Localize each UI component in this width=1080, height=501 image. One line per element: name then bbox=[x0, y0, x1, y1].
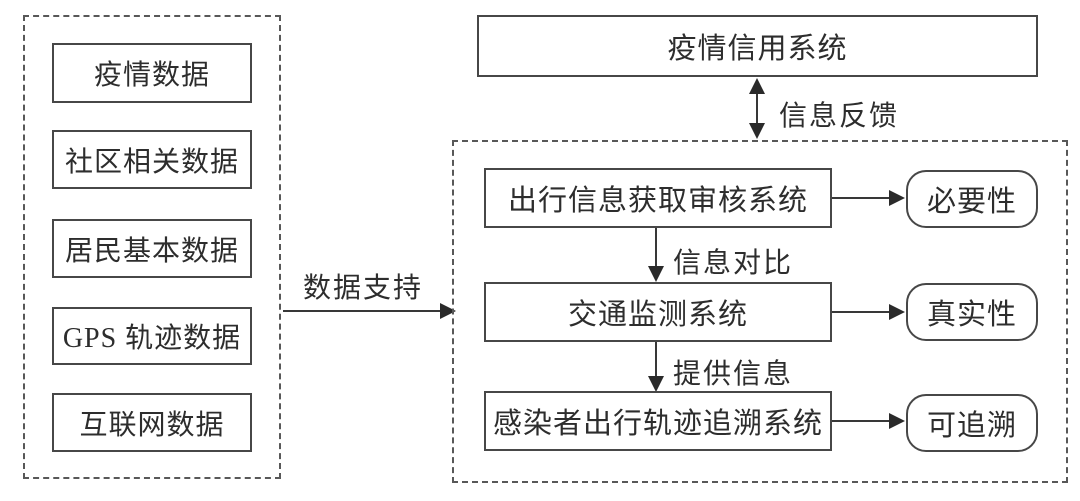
data-source-label: 互联网数据 bbox=[79, 409, 225, 441]
data-source-label: 居民基本数据 bbox=[64, 235, 239, 267]
attribute-label: 真实性 bbox=[926, 299, 1017, 331]
system-label: 感染者出行轨迹追溯系统 bbox=[492, 408, 823, 440]
feedback-arrow-line bbox=[756, 88, 758, 131]
arrow-line bbox=[832, 420, 891, 422]
info-compare-label: 信息对比 bbox=[673, 248, 794, 279]
credit-system-label: 疫情信用系统 bbox=[667, 33, 848, 65]
system-label: 交通监测系统 bbox=[567, 299, 748, 331]
info-compare-arrow-line bbox=[655, 228, 657, 269]
data-source-box-internet: 互联网数据 bbox=[52, 393, 252, 452]
attribute-label: 必要性 bbox=[926, 186, 1017, 218]
arrow-down-icon bbox=[648, 266, 664, 282]
arrow-down-icon bbox=[648, 376, 664, 392]
systems-group bbox=[452, 140, 1068, 483]
data-source-label: 疫情数据 bbox=[93, 60, 210, 91]
data-source-box-community: 社区相关数据 bbox=[52, 130, 252, 189]
data-support-arrow-line bbox=[283, 310, 443, 312]
provide-info-arrow-line bbox=[655, 342, 657, 379]
arrow-line bbox=[832, 311, 891, 313]
attribute-label: 可追溯 bbox=[926, 410, 1017, 442]
arrow-right-icon bbox=[889, 413, 905, 429]
arrow-down-icon bbox=[749, 123, 765, 139]
data-support-label: 数据支持 bbox=[302, 273, 423, 304]
data-source-label: 社区相关数据 bbox=[64, 146, 239, 178]
credit-system-box: 疫情信用系统 bbox=[477, 15, 1038, 77]
system-box-traffic-monitoring: 交通监测系统 bbox=[484, 282, 832, 342]
data-source-box-gps: GPS 轨迹数据 bbox=[52, 307, 252, 365]
attribute-box-necessity: 必要性 bbox=[906, 170, 1038, 228]
data-sources-group bbox=[23, 15, 281, 479]
provide-info-label: 提供信息 bbox=[673, 359, 794, 390]
attribute-box-traceable: 可追溯 bbox=[906, 394, 1038, 452]
info-feedback-label: 信息反馈 bbox=[779, 101, 900, 132]
system-label: 出行信息获取审核系统 bbox=[507, 185, 808, 217]
data-source-label: GPS 轨迹数据 bbox=[62, 323, 242, 354]
arrow-line bbox=[832, 197, 891, 199]
data-source-box-resident: 居民基本数据 bbox=[52, 219, 252, 278]
system-box-travel-info-review: 出行信息获取审核系统 bbox=[484, 168, 832, 228]
arrow-right-icon bbox=[889, 304, 905, 320]
arrow-right-icon bbox=[889, 190, 905, 206]
arrow-up-icon bbox=[749, 78, 765, 94]
system-box-trajectory-tracing: 感染者出行轨迹追溯系统 bbox=[484, 391, 832, 451]
data-source-box-epidemic: 疫情数据 bbox=[52, 43, 252, 103]
attribute-box-authenticity: 真实性 bbox=[906, 283, 1038, 341]
